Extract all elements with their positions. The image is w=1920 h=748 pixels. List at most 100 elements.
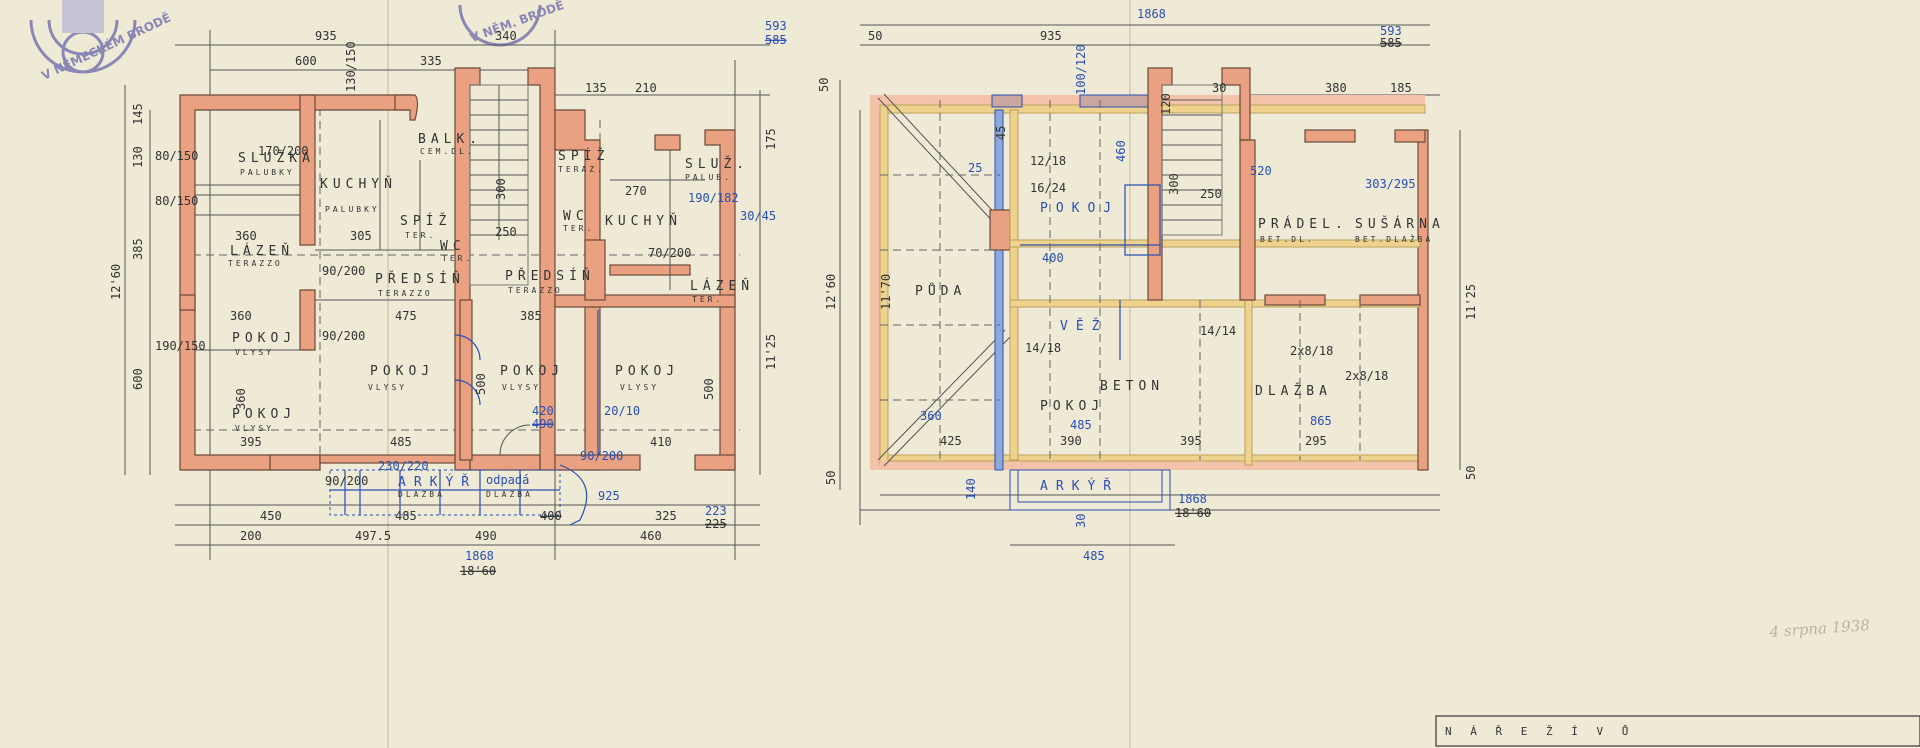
dimension-label: 12/18 [1030, 154, 1066, 168]
dimension-label-old: 18'60 [460, 564, 496, 578]
title-block-text: N Á Ř E Ž Í V Ů [1445, 725, 1634, 738]
pencil-date-note: 4 srpna 1938 [1768, 616, 1870, 641]
arkyr-balcony [329, 464, 588, 526]
svg-text:BET.DLAŽBA: BET.DLAŽBA [1355, 233, 1433, 244]
dimension-label: 50 [817, 78, 831, 92]
dimension-label: 2x8/18 [1345, 369, 1388, 383]
svg-text:SPÍŽ: SPÍŽ [400, 213, 451, 229]
dimension-label-old: 585 [765, 33, 787, 47]
svg-text:SLUŽ.: SLUŽ. [685, 156, 749, 172]
dimension-label: 50 [824, 471, 838, 485]
svg-text:TERAZZO: TERAZZO [228, 259, 283, 268]
dimension-label: 600 [295, 54, 317, 68]
dimension-label: 385 [131, 238, 145, 260]
left-floor-plan: 935 340 600 335 135 210 593 585 145 130 … [109, 19, 787, 578]
dimension-label: 14/18 [1025, 341, 1061, 355]
dimension-label: 400 [1042, 251, 1064, 265]
room-label-pradelna: PRÁDEL.BET.DL. [1258, 216, 1343, 244]
svg-text:SUŠÁRNA: SUŠÁRNA [1355, 216, 1445, 232]
title-block: N Á Ř E Ž Í V Ů [1435, 715, 1920, 747]
dimension-label-old: 585 [1380, 36, 1402, 50]
dimension-label: 120 [1159, 93, 1173, 115]
svg-text:LÁZEŇ: LÁZEŇ [690, 278, 754, 294]
dimension-label: 90/200 [580, 449, 623, 463]
dimension-label: 200 [240, 529, 262, 543]
svg-text:VLYSY: VLYSY [235, 424, 274, 433]
room-label-arkyr: ARKÝŘ [1040, 478, 1111, 494]
svg-text:SLUŽKA: SLUŽKA [238, 150, 315, 166]
svg-text:POKOJ: POKOJ [615, 364, 679, 379]
svg-text:VLYSY: VLYSY [235, 348, 274, 357]
dimension-label: 485 [1070, 418, 1092, 432]
dimension-label: 485 [1083, 549, 1105, 563]
dimension-label: 425 [940, 434, 962, 448]
dimension-label: 50 [868, 29, 882, 43]
dimension-label: 935 [315, 29, 337, 43]
dimension-label: 1868 [1137, 7, 1166, 21]
dimension-label: 600 [131, 368, 145, 390]
dimension-label: 30 [1212, 81, 1226, 95]
svg-text:KUCHYŇ: KUCHYŇ [605, 213, 682, 229]
dimension-label: 80/150 [155, 149, 198, 163]
dimension-label: 865 [1310, 414, 1332, 428]
svg-text:LÁZEŇ: LÁZEŇ [230, 243, 294, 259]
dimension-label: 11'25 [1464, 284, 1478, 320]
room-label-balkon: BALK.CEM.DL. [418, 132, 477, 156]
dimension-label-old: 400 [540, 509, 562, 523]
room-label-sluz: SLUŽ.PALUB. [685, 156, 749, 182]
dimension-label: 140 [964, 478, 978, 500]
dimension-label: 270 [625, 184, 647, 198]
svg-text:TER.: TER. [405, 231, 436, 240]
dimension-label: 1868 [1178, 492, 1207, 506]
dimension-label: 30/45 [740, 209, 776, 223]
dimension-label: 90/200 [322, 329, 365, 343]
dimension-label: 925 [598, 489, 620, 503]
dimension-label: 45 [994, 126, 1008, 140]
dimension-label: 70/200 [648, 246, 691, 260]
svg-text:POKOJ: POKOJ [232, 331, 296, 346]
dimension-label: 500 [474, 373, 488, 395]
dimension-label-old: 225 [705, 517, 727, 531]
dimension-label: 395 [1180, 434, 1202, 448]
dimension-label: 325 [655, 509, 677, 523]
dimension-label: 380 [1325, 81, 1347, 95]
svg-text:VLYSY: VLYSY [368, 383, 407, 392]
svg-text:TERAZZO: TERAZZO [508, 286, 563, 295]
dimension-label: 90/200 [325, 474, 368, 488]
dimension-label: 90/200 [322, 264, 365, 278]
room-label-dlazba: DLAŽBA [1255, 383, 1327, 399]
rafter-label: 2x8/18 [1290, 344, 1333, 358]
dimension-label: 360 [920, 409, 942, 423]
svg-text:BETON: BETON [1100, 379, 1164, 394]
room-label-pokoj: POKOJ VLYSY [232, 407, 296, 433]
dimension-label: 385 [520, 309, 542, 323]
dimension-label: 360 [234, 388, 248, 410]
svg-text:WC: WC [563, 209, 589, 224]
dimension-label: 500 [702, 378, 716, 400]
dimension-label: 395 [240, 435, 262, 449]
room-label-kuchyn: KUCHYŇ [605, 213, 682, 229]
dimension-label: 935 [1040, 29, 1062, 43]
dimension-label: 305 [350, 229, 372, 243]
svg-text:PŮDA: PŮDA [915, 283, 966, 299]
dimension-label: 250 [1200, 187, 1222, 201]
dimension-label: 230/220 [378, 459, 429, 473]
dimension-label: 485 [395, 509, 417, 523]
svg-text:POKOJ: POKOJ [232, 407, 296, 422]
svg-text:CEM.DL.: CEM.DL. [420, 147, 475, 156]
dimension-label: 100/120 [1074, 44, 1088, 95]
svg-text:PALUBKY: PALUBKY [240, 168, 295, 177]
room-label-pokoj: POKOJ [1040, 201, 1111, 216]
dimension-label: 1868 [465, 549, 494, 563]
dimension-label: 250 [495, 225, 517, 239]
room-label-spiz: SPÍŽ TER. [400, 213, 451, 240]
dimension-label: 303/295 [1365, 177, 1416, 191]
